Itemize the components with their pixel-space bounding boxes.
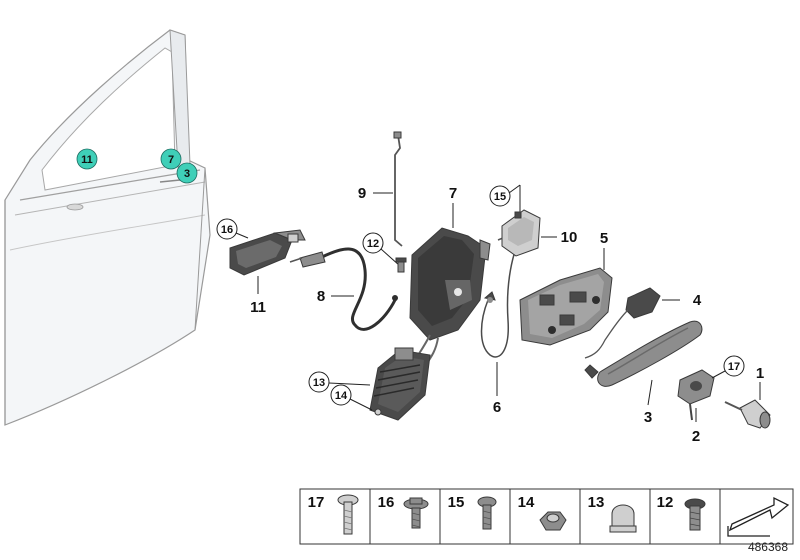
part-10-striker bbox=[501, 209, 541, 257]
legend-cell-17: 17 bbox=[308, 494, 359, 535]
door-callout-3: 3 bbox=[176, 162, 198, 184]
part-3-handle bbox=[584, 320, 703, 387]
cap-nut-icon bbox=[609, 504, 637, 533]
callout-15: 15 bbox=[489, 184, 521, 212]
torx-screw-icon bbox=[684, 498, 706, 531]
legend-cell-15: 15 bbox=[448, 494, 497, 530]
part-5-carrier bbox=[519, 267, 613, 346]
callout-17-text: 17 bbox=[728, 361, 740, 373]
label-1: 1 bbox=[756, 365, 764, 382]
callout-14: 14 bbox=[330, 384, 373, 411]
long-screw-icon bbox=[337, 494, 359, 535]
legend-number: 12 bbox=[657, 494, 674, 511]
legend-cell-12: 12 bbox=[657, 494, 706, 531]
callout-15-text: 15 bbox=[494, 191, 506, 203]
legend-cell-14: 14 bbox=[518, 494, 567, 531]
callout-12: 12 bbox=[362, 232, 401, 267]
part-8-cable bbox=[289, 247, 398, 331]
legend-number: 14 bbox=[518, 494, 535, 511]
label-6: 6 bbox=[493, 399, 501, 416]
legend-number: 16 bbox=[378, 494, 395, 511]
flange-screw-icon bbox=[403, 497, 429, 529]
part-9-rod bbox=[393, 131, 403, 247]
hardware-legend: 17 16 15 bbox=[299, 488, 794, 545]
label-7: 7 bbox=[449, 185, 457, 202]
legend-cell-16: 16 bbox=[378, 494, 429, 529]
door-callout-11-text: 11 bbox=[81, 154, 93, 166]
label-11: 11 bbox=[250, 299, 266, 316]
callout-16-text: 16 bbox=[221, 224, 233, 236]
part-actuator bbox=[369, 347, 431, 421]
door-callout-7: 7 bbox=[160, 148, 182, 170]
callout-12-text: 12 bbox=[367, 238, 379, 250]
door-callout-3-text: 3 bbox=[184, 168, 190, 180]
screw-12-detail bbox=[395, 257, 407, 273]
label-3: 3 bbox=[644, 409, 652, 426]
part-11-inner-handle bbox=[229, 229, 306, 276]
label-2: 2 bbox=[692, 428, 700, 445]
label-10: 10 bbox=[561, 229, 578, 246]
callout-16: 16 bbox=[216, 218, 249, 240]
part-1-cylinder bbox=[724, 399, 771, 429]
label-9: 9 bbox=[358, 185, 366, 202]
callout-13: 13 bbox=[308, 371, 371, 393]
part-4-sensor bbox=[584, 287, 661, 359]
legend-number: 17 bbox=[308, 494, 325, 511]
short-screw-icon bbox=[477, 496, 497, 530]
legend-number: 15 bbox=[448, 494, 465, 511]
legend-cell-13: 13 bbox=[588, 494, 637, 533]
door-callout-7-text: 7 bbox=[168, 154, 174, 166]
direction-arrow-icon bbox=[727, 496, 790, 537]
callout-17: 17 bbox=[711, 355, 745, 379]
label-8: 8 bbox=[317, 288, 325, 305]
legend-number: 13 bbox=[588, 494, 605, 511]
callout-13-text: 13 bbox=[313, 377, 325, 389]
part-7-lock bbox=[409, 227, 491, 367]
door-callout-11: 11 bbox=[76, 148, 98, 170]
label-5: 5 bbox=[600, 230, 608, 247]
label-4: 4 bbox=[693, 292, 702, 309]
part-2-cylinder-housing bbox=[677, 369, 715, 421]
document-id: 486368 bbox=[747, 540, 788, 554]
callout-14-text: 14 bbox=[335, 390, 348, 402]
door-illustration bbox=[4, 29, 211, 426]
hex-nut-icon bbox=[539, 511, 567, 531]
